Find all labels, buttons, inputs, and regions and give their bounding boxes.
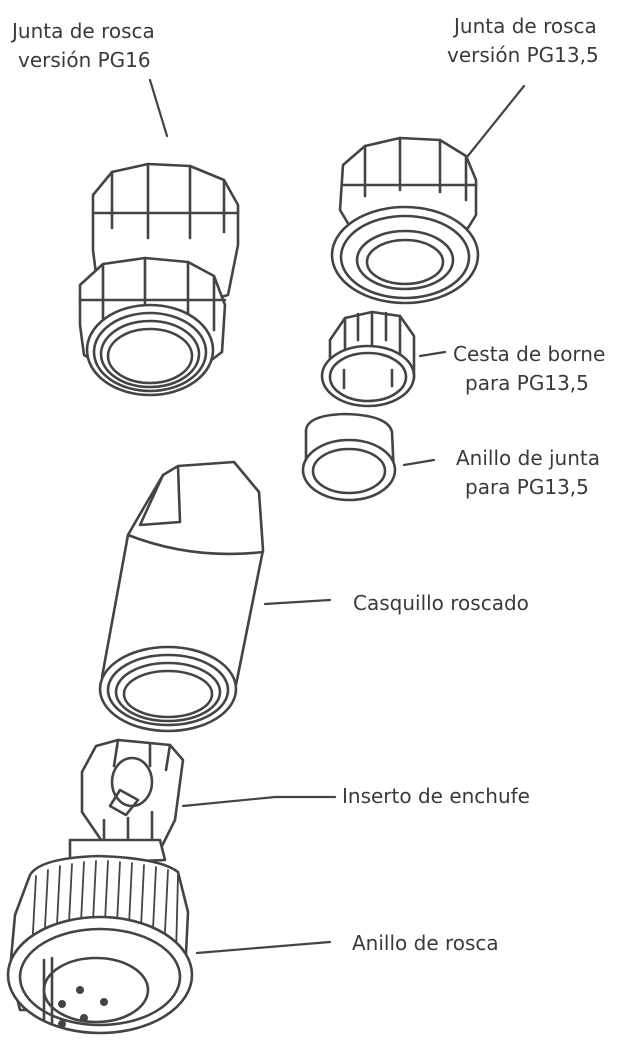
label-seal-ring-line2: para PG13,5 (465, 475, 589, 499)
label-seal-ring-line1: Anillo de junta (456, 446, 600, 470)
leader-basket (418, 350, 447, 358)
label-basket: Cesta de borne para PG13,5 (453, 342, 605, 395)
label-seal-ring: Anillo de junta para PG13,5 (456, 446, 600, 499)
leader-thread-ring (195, 940, 332, 955)
label-basket-line1: Cesta de borne (453, 342, 605, 366)
label-pg16-line2: versión PG16 (18, 48, 151, 72)
label-pg135-line2: versión PG13,5 (447, 43, 599, 67)
thread-ring (6, 838, 194, 1035)
label-thread-ring: Anillo de rosca (352, 931, 499, 955)
leader-pg16 (148, 78, 169, 138)
label-basket-line2: para PG13,5 (465, 371, 589, 395)
label-pg135-line1: Junta de rosca (452, 14, 597, 38)
leader-pg135 (465, 84, 526, 159)
label-plug-insert: Inserto de enchufe (342, 784, 530, 808)
label-pg135: Junta de rosca versión PG13,5 (447, 14, 599, 67)
label-pg16: Junta de rosca versión PG16 (10, 19, 155, 72)
pg16-screw-joint (78, 162, 240, 397)
leader-lines (148, 78, 526, 955)
terminal-basket (320, 310, 416, 408)
leader-plug-insert (181, 795, 337, 808)
leader-threaded-sleeve (263, 598, 332, 606)
plug-insert (80, 738, 185, 852)
label-pg16-line1: Junta de rosca (10, 19, 155, 43)
label-threaded-sleeve: Casquillo roscado (353, 591, 529, 615)
pg135-screw-joint (330, 136, 480, 305)
threaded-sleeve (98, 460, 265, 733)
seal-ring (301, 412, 397, 502)
leader-seal-ring (402, 458, 436, 467)
